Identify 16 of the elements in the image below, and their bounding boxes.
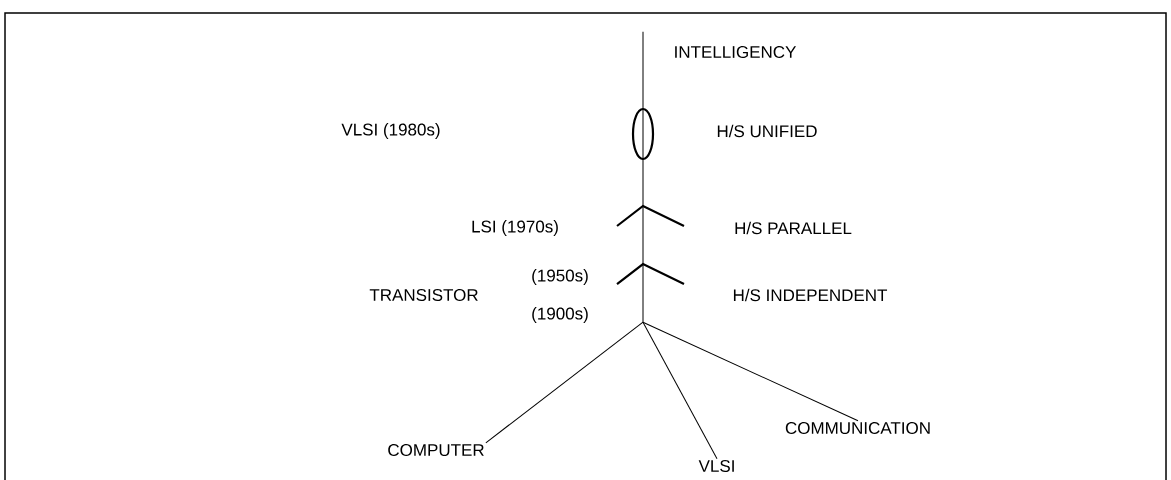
era-label: H/S PARALLEL — [735, 221, 852, 235]
branch-line — [485, 321, 644, 444]
branch-label: COMPUTER — [388, 444, 484, 457]
branch-line — [642, 321, 859, 422]
axis-line — [642, 31, 644, 323]
era-label: H/S INDEPENDENT — [733, 288, 888, 302]
era-label: VLSI (1980s) — [341, 123, 440, 139]
era-label: TRANSISTOR — [369, 289, 478, 302]
era-label: (1950s) — [532, 269, 588, 285]
era-label: H/S UNIFIED — [717, 124, 817, 138]
era-label: LSI (1970s) — [472, 220, 558, 236]
era-label: (1900s) — [532, 307, 588, 323]
branch-label: COMMUNICATION — [785, 422, 930, 435]
era-label: INTELLIGENCY — [675, 46, 797, 59]
branch-label: VLSI — [698, 460, 734, 473]
branch-line — [642, 321, 718, 460]
